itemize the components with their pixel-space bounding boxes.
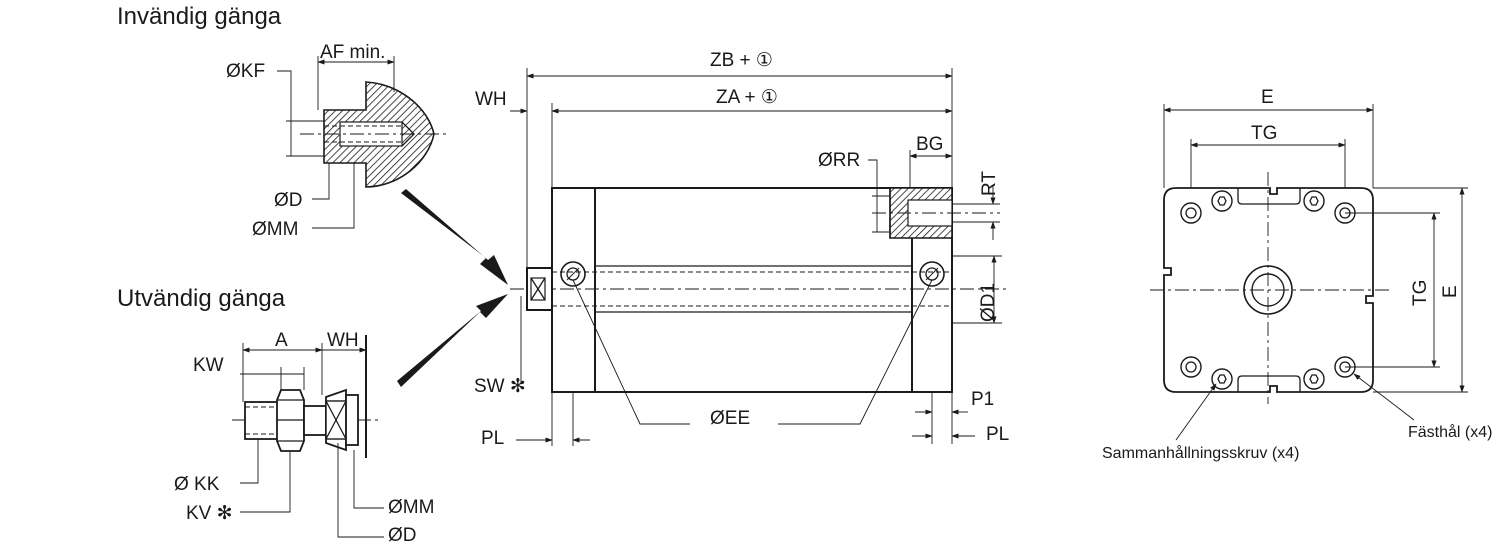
label-tie-rod: Sammanhållningsskruv (x4) [1102, 444, 1299, 462]
port-left [560, 261, 586, 287]
internal-thread-title: Invändig gänga [117, 3, 282, 30]
cylinder-end-view: E TG [1102, 87, 1492, 462]
arrow-to-rod-lower-icon [397, 294, 508, 387]
label-wh: WH [475, 89, 507, 110]
rod-external [303, 405, 327, 436]
center-rod [1243, 265, 1293, 315]
label-rt: RT [979, 171, 1000, 196]
label-p1: P1 [971, 389, 994, 410]
label-pl-left: PL [481, 428, 504, 449]
label-d-internal: ØD [274, 190, 303, 211]
label-e-side: E [1440, 285, 1461, 298]
port-right [919, 261, 945, 287]
label-kf: ØKF [226, 61, 265, 82]
label-kk: Ø KK [174, 474, 220, 495]
label-e-top: E [1261, 87, 1274, 108]
label-mm-internal: ØMM [252, 219, 298, 240]
label-af-min: AF min. [320, 42, 385, 63]
internal-thread-detail: ØKF AF min. ØD ØMM [226, 42, 446, 240]
cylinder-side-view: ZB + ① ZA + ① WH [474, 50, 1010, 449]
label-mm-external: ØMM [388, 497, 434, 518]
label-zb: ZB + ① [710, 50, 773, 71]
label-d1: ØD1 [978, 283, 999, 322]
external-thread-detail: A WH KW Ø KK KV ✻ ØMM ØD [174, 330, 434, 546]
label-mount-hole: Fästhål (x4) [1408, 423, 1492, 441]
label-tg-side: TG [1410, 280, 1431, 306]
threaded-stud [244, 401, 282, 440]
arrow-to-rod-upper-icon [401, 189, 508, 285]
label-ee: ØEE [710, 408, 750, 429]
label-pl-right: PL [986, 424, 1009, 445]
external-thread-title: Utvändig gänga [117, 285, 286, 312]
label-d-external: ØD [388, 525, 417, 546]
label-za: ZA + ① [716, 87, 778, 108]
label-kw: KW [193, 355, 224, 376]
label-sw: SW ✻ [474, 376, 526, 397]
tie-rod-screws [1211, 190, 1325, 390]
label-kv: KV ✻ [186, 503, 233, 524]
label-a: A [275, 330, 288, 351]
cylinder-body [551, 187, 953, 393]
label-rr: ØRR [818, 150, 860, 171]
label-tg-top: TG [1251, 123, 1277, 144]
label-wh-external: WH [327, 330, 359, 351]
label-bg: BG [916, 134, 943, 155]
